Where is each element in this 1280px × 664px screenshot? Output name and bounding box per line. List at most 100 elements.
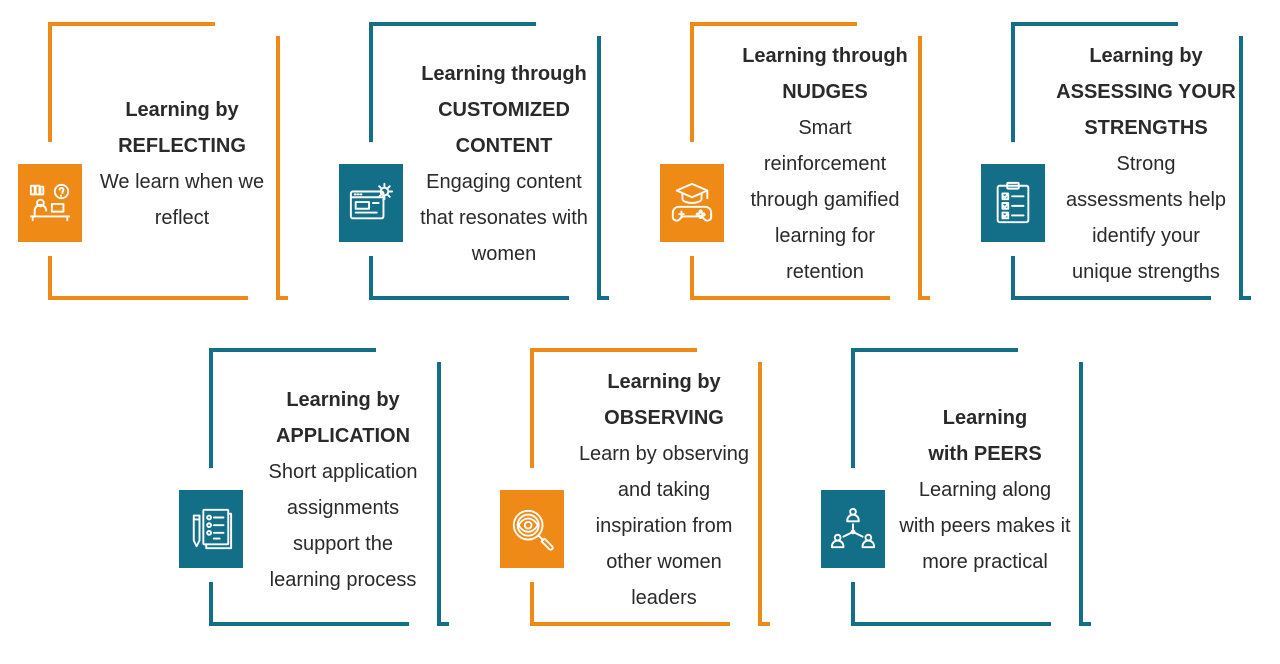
- frame-border-segment: [209, 348, 213, 468]
- frame-border-segment: [369, 22, 373, 142]
- frame-border-segment: [1011, 22, 1015, 142]
- frame-border-segment: [690, 22, 694, 142]
- frame-border-segment: [369, 296, 569, 300]
- card-description-line: assessments help: [1065, 189, 1227, 211]
- card-title-line: Learning: [942, 407, 1028, 429]
- frame-border-segment: [1011, 296, 1211, 300]
- frame-border-segment: [276, 36, 280, 300]
- frame-border-segment: [1011, 256, 1015, 300]
- learning-card-2: [339, 22, 609, 300]
- frame-border-segment: [276, 296, 288, 300]
- card-description-line: with peers makes it: [899, 515, 1071, 537]
- learning-card-7: [821, 348, 1091, 626]
- learning-card-5: [179, 348, 449, 626]
- card-title-line: STRENGTHS: [1084, 117, 1208, 139]
- card-title-line: Learning through: [742, 45, 908, 67]
- frame-border-segment: [530, 582, 534, 626]
- frame-border-segment: [209, 622, 409, 626]
- card-title-line: with PEERS: [928, 443, 1042, 465]
- card-title-line: Learning by: [1089, 45, 1203, 67]
- card-description-line: that resonates with: [420, 207, 588, 229]
- frame-border-segment: [918, 296, 930, 300]
- card-title-line: CONTENT: [455, 135, 553, 157]
- card-title-line: REFLECTING: [118, 135, 246, 157]
- card-description-line: through gamified: [750, 189, 900, 211]
- frame-border-segment: [48, 22, 52, 142]
- frame-border-segment: [437, 362, 441, 626]
- card-text: Learning by REFLECTING We learn when we ref…: [90, 92, 274, 236]
- card-title-line: Learning by: [286, 389, 400, 411]
- card-description-line: support the: [292, 533, 394, 555]
- frame-border-segment: [1079, 622, 1091, 626]
- frame-border-segment: [530, 348, 697, 352]
- frame-border-segment: [758, 362, 762, 626]
- card-description-line: Strong: [1116, 153, 1176, 175]
- frame-border-segment: [530, 622, 730, 626]
- card-title-line: CUSTOMIZED: [438, 99, 570, 121]
- eye-magnifier-icon: [500, 490, 564, 568]
- frame-border-segment: [1011, 22, 1178, 26]
- card-description-line: Smart: [798, 117, 852, 139]
- card-description-line: Learn by observing: [578, 443, 750, 465]
- frame-border-segment: [851, 348, 1018, 352]
- frame-border-segment: [597, 36, 601, 300]
- card-title-line: NUDGES: [782, 81, 868, 103]
- learning-card-6: [500, 348, 770, 626]
- document-pencil-icon: [179, 490, 243, 568]
- frame-border-segment: [437, 622, 449, 626]
- frame-border-segment: [369, 256, 373, 300]
- peer-network-icon: [821, 490, 885, 568]
- frame-border-segment: [758, 622, 770, 626]
- frame-border-segment: [690, 22, 857, 26]
- card-text: Learning with PEERS Learning along with pee…: [887, 400, 1083, 580]
- frame-border-segment: [1239, 36, 1243, 300]
- card-title-line: Learning by: [125, 99, 239, 121]
- frame-border-segment: [530, 348, 534, 468]
- frame-border-segment: [851, 622, 1051, 626]
- card-description-line: reinforcement: [763, 153, 887, 175]
- card-description-line: assignments: [286, 497, 400, 519]
- frame-border-segment: [851, 582, 855, 626]
- frame-border-segment: [48, 22, 215, 26]
- card-title-line: ASSESSING YOUR: [1056, 81, 1236, 103]
- frame-border-segment: [918, 36, 922, 300]
- card-description-line: identify your: [1092, 225, 1200, 247]
- card-description-line: learning for: [774, 225, 876, 247]
- card-description-line: leaders: [631, 587, 697, 609]
- learning-card-1: [18, 22, 288, 300]
- frame-border-segment: [209, 582, 213, 626]
- frame-border-segment: [209, 348, 376, 352]
- frame-border-segment: [690, 256, 694, 300]
- card-text: Learning by ASSESSING YOUR STRENGTHS Strong…: [1053, 38, 1239, 290]
- checklist-clipboard-icon: [981, 164, 1045, 242]
- card-description-line: We learn when we: [99, 171, 265, 193]
- learning-card-3: [660, 22, 930, 300]
- card-description-line: learning process: [269, 569, 417, 591]
- frame-border-segment: [48, 296, 248, 300]
- card-description-line: women: [471, 243, 537, 265]
- frame-border-segment: [1239, 296, 1251, 300]
- card-description-line: inspiration from: [595, 515, 733, 537]
- frame-border-segment: [1079, 362, 1083, 626]
- card-description-line: other women: [606, 551, 722, 573]
- card-description-line: Engaging content: [426, 171, 582, 193]
- graduation-gamepad-icon: [660, 164, 724, 242]
- card-title-line: OBSERVING: [604, 407, 724, 429]
- frame-border-segment: [48, 256, 52, 300]
- card-title-line: Learning through: [421, 63, 587, 85]
- reflect-desk-icon: [18, 164, 82, 242]
- card-description-line: and taking: [617, 479, 711, 501]
- frame-border-segment: [851, 348, 855, 468]
- frame-border-segment: [369, 22, 536, 26]
- card-description-line: more practical: [922, 551, 1048, 573]
- learning-card-4: [981, 22, 1251, 300]
- card-description-line: unique strengths: [1072, 261, 1220, 283]
- card-title-line: APPLICATION: [275, 425, 411, 447]
- card-description-line: reflect: [154, 207, 210, 229]
- card-description-line: Learning along: [918, 479, 1052, 501]
- frame-border-segment: [597, 296, 609, 300]
- browser-settings-icon: [339, 164, 403, 242]
